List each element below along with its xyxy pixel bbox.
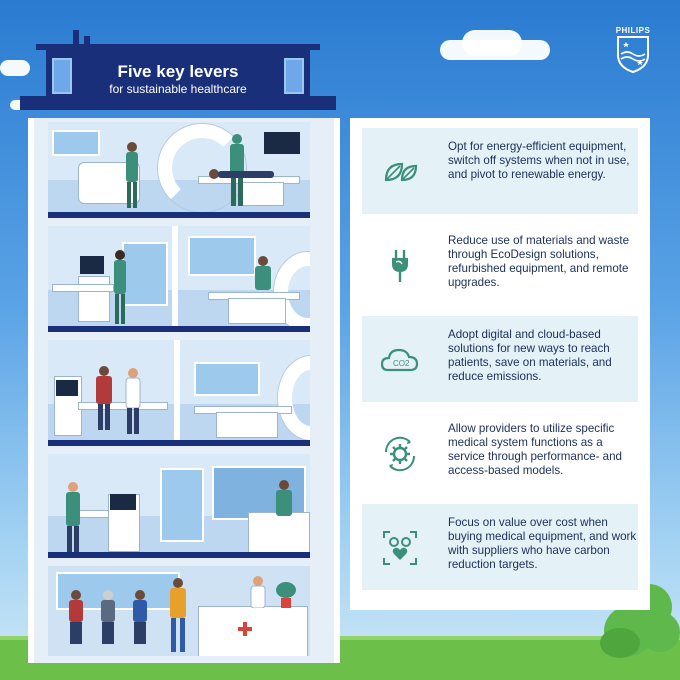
- lever-card-digital: CO2 Adopt digital and cloud-based soluti…: [362, 316, 638, 402]
- sign-subtitle: for sustainable healthcare: [109, 82, 247, 96]
- floor-surgery: [48, 122, 310, 218]
- lever-text: Reduce use of materials and waste throug…: [448, 234, 630, 289]
- waiting-patient-figure: [69, 590, 83, 644]
- lever-text: Opt for energy-efficient equipment, swit…: [448, 140, 630, 181]
- lever-card-value: Focus on value over cost when buying med…: [362, 504, 638, 590]
- sign-title: Five key levers: [117, 62, 239, 81]
- floor-imaging: [48, 226, 310, 332]
- waiting-patient-figure: [133, 590, 147, 644]
- waiting-patient-figure: [101, 590, 115, 644]
- lever-text: Adopt digital and cloud-based solutions …: [448, 328, 612, 383]
- technician-figure: [255, 256, 271, 290]
- walking-patient-figure: [170, 578, 186, 652]
- levers-panel: Opt for energy-efficient equipment, swit…: [350, 118, 650, 610]
- lever-card-service: Allow providers to utilize specific medi…: [362, 410, 638, 496]
- patient-figure: [209, 169, 274, 179]
- chimney: [73, 30, 79, 44]
- cloud: [462, 30, 522, 56]
- leaf-icon: [384, 162, 418, 182]
- co2-label: CO2: [393, 359, 410, 368]
- roof: [20, 96, 336, 110]
- plug-icon: [392, 250, 408, 282]
- sign-window: [284, 58, 304, 94]
- lever-card-energy: Opt for energy-efficient equipment, swit…: [362, 128, 638, 214]
- floor-consult: [48, 454, 310, 558]
- surgeon-figure: [230, 134, 244, 206]
- cloud: [0, 60, 30, 76]
- sign-window: [52, 58, 72, 94]
- philips-logo: PHILIPS: [612, 26, 654, 74]
- doctor-figure: [126, 142, 138, 208]
- co2-cloud-icon: CO2: [380, 348, 419, 372]
- doctor-figure: [66, 482, 80, 554]
- sign-top: [36, 44, 320, 50]
- patient-seated-figure: [96, 366, 112, 430]
- red-cross-icon: [238, 622, 252, 636]
- receptionist-figure: [250, 576, 266, 608]
- receptionist-figure: [276, 480, 292, 516]
- sonographer-figure: [114, 250, 126, 324]
- chimney: [84, 36, 90, 44]
- lever-text: Allow providers to utilize specific medi…: [448, 422, 622, 477]
- brand-name: PHILIPS: [615, 26, 651, 35]
- floor-monitoring: [48, 340, 310, 446]
- nurse-figure: [125, 368, 141, 434]
- people-heart-icon: [383, 531, 417, 565]
- hospital-sign: Five key levers for sustainable healthca…: [46, 50, 310, 96]
- floor-waiting: [48, 566, 310, 656]
- lever-text: Focus on value over cost when buying med…: [448, 516, 637, 571]
- gear-cycle-icon: [384, 436, 416, 472]
- plant-icon: [276, 582, 296, 608]
- lever-card-materials: Reduce use of materials and waste throug…: [362, 222, 638, 308]
